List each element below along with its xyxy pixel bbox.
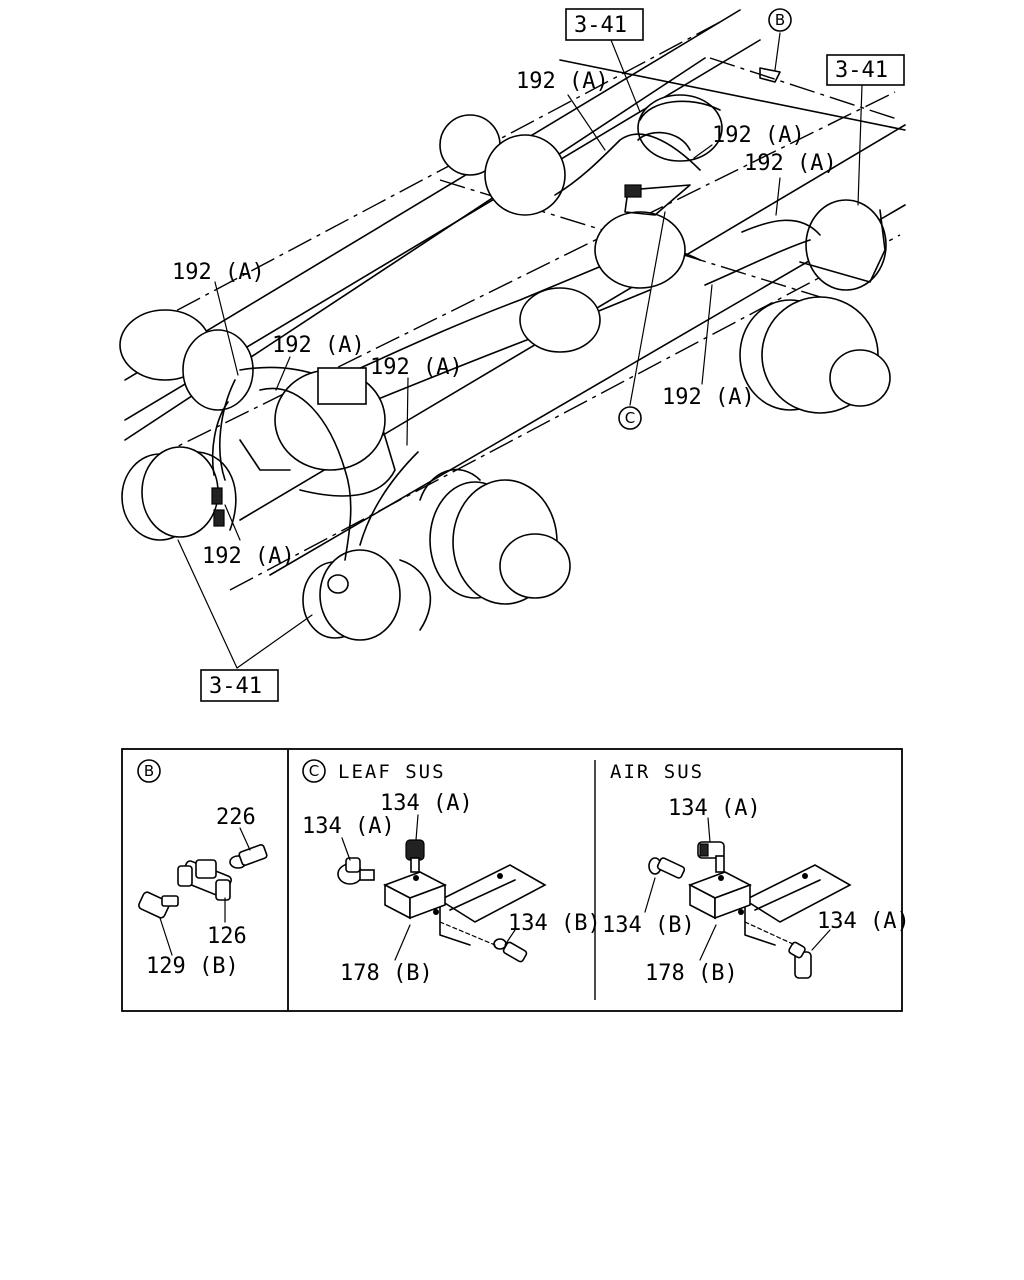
reference-box-top-right[interactable]: 3-41 (826, 54, 905, 86)
part-226: 226 (216, 805, 256, 830)
tee-fitting-drawing (138, 844, 268, 919)
fittings-drawing (337, 839, 528, 963)
panel-marker: C (309, 762, 319, 780)
detail-panels (121, 748, 903, 1012)
bracket-drawing (383, 864, 547, 946)
part-134b: 134 (B) (602, 913, 695, 938)
panel-title: LEAF SUS (338, 761, 446, 783)
fittings-drawing (648, 841, 812, 979)
callout-192a: 192 (A) (202, 544, 295, 569)
part-126: 126 (207, 924, 247, 949)
ref-label: 3-41 (209, 674, 262, 699)
detail-panel-b: B 226 126 129 (B) (137, 759, 268, 979)
callout-192a: 192 (A) (712, 123, 805, 148)
part-134a: 134 (A) (817, 909, 910, 934)
callout-192a: 192 (A) (662, 385, 755, 410)
detail-panel-air-sus: AIR SUS 134 (A) 134 (B) 134 ( (602, 761, 910, 986)
callout-192a: 192 (A) (272, 333, 365, 358)
callout-192a: 192 (A) (744, 151, 837, 176)
part-134a: 134 (A) (668, 796, 761, 821)
panel-marker: B (144, 762, 154, 780)
part-178b: 178 (B) (645, 961, 738, 986)
chassis-drawing (119, 9, 906, 641)
callout-leaders (177, 32, 863, 669)
detail-marker-b[interactable]: B (768, 8, 792, 32)
marker-letter: B (775, 11, 785, 29)
callout-192a: 192 (A) (516, 69, 609, 94)
reference-box-top-center[interactable]: 3-41 (565, 8, 644, 41)
ref-label: 3-41 (835, 58, 888, 83)
ref-label: 3-41 (574, 13, 627, 38)
detail-panel-c-leaf-sus: C LEAF SUS 134 (A) (302, 759, 601, 986)
part-178b: 178 (B) (340, 961, 433, 986)
panel-title: AIR SUS (610, 761, 704, 783)
callout-192a: 192 (A) (172, 260, 265, 285)
callout-192a: 192 (A) (370, 355, 463, 380)
bracket-drawing (688, 864, 852, 946)
part-129b: 129 (B) (146, 954, 239, 979)
reference-box-bottom[interactable]: 3-41 (200, 669, 279, 702)
detail-marker-c[interactable]: C (618, 406, 642, 430)
part-134a: 134 (A) (302, 814, 395, 839)
part-134a: 134 (A) (380, 791, 473, 816)
part-134b: 134 (B) (508, 911, 601, 936)
marker-letter: C (625, 409, 635, 427)
